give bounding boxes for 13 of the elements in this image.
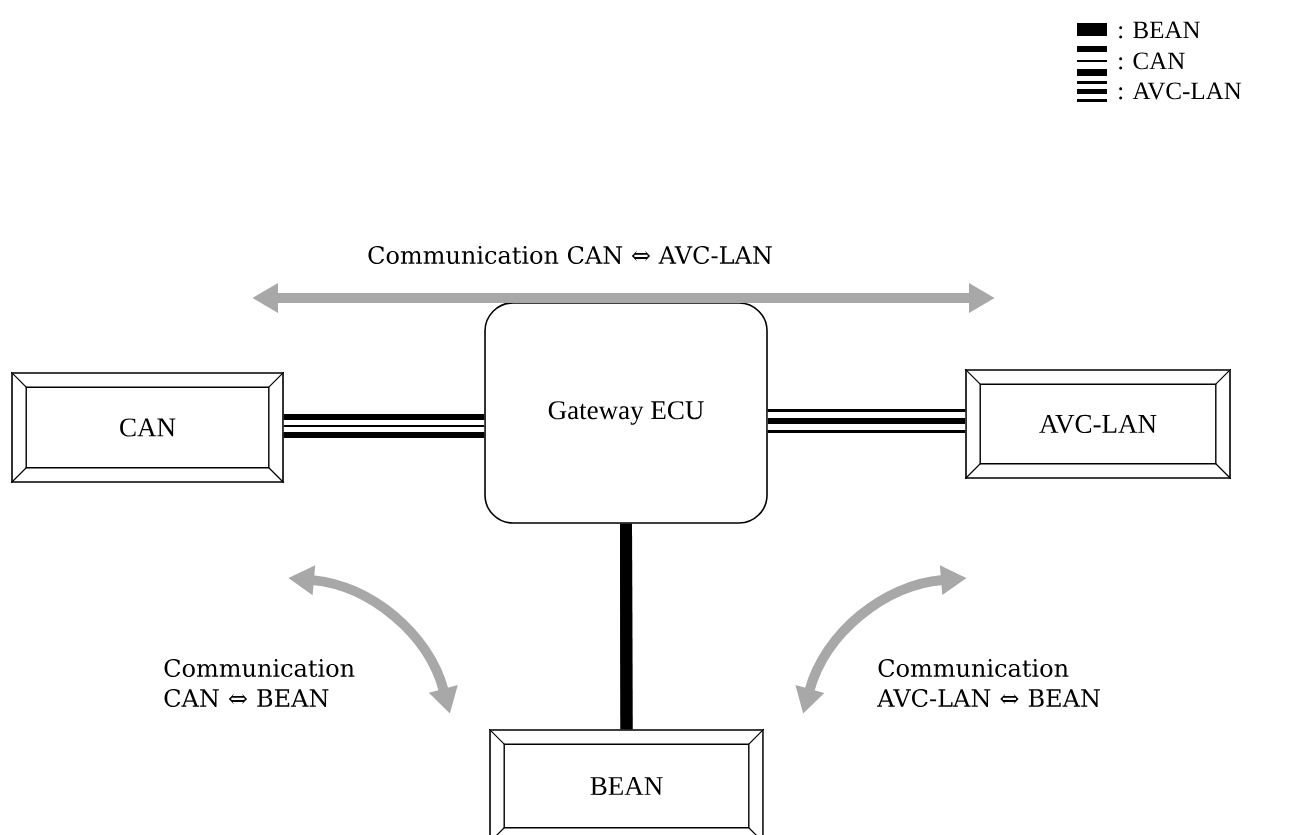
legend-text: : BEAN (1119, 21, 1200, 39)
legend-text: : CAN (1119, 52, 1185, 70)
bus-line (620, 523, 633, 730)
gateway-box: Gateway ECU (484, 302, 768, 524)
bus-line (282, 414, 486, 438)
bus-line (767, 409, 966, 433)
bus-box: AVC-LAN (964, 368, 1232, 480)
bus-box: CAN (10, 371, 285, 484)
label-text: Communication CAN ⇔ AVC-LAN (368, 245, 772, 265)
label-text: Communication CAN ⇔ BEAN (164, 658, 355, 708)
bus-box: BEAN (488, 728, 765, 835)
legend-text: : AVC-LAN (1119, 82, 1242, 100)
label-text: Communication AVC-LAN ⇔ BEAN (877, 658, 1100, 708)
